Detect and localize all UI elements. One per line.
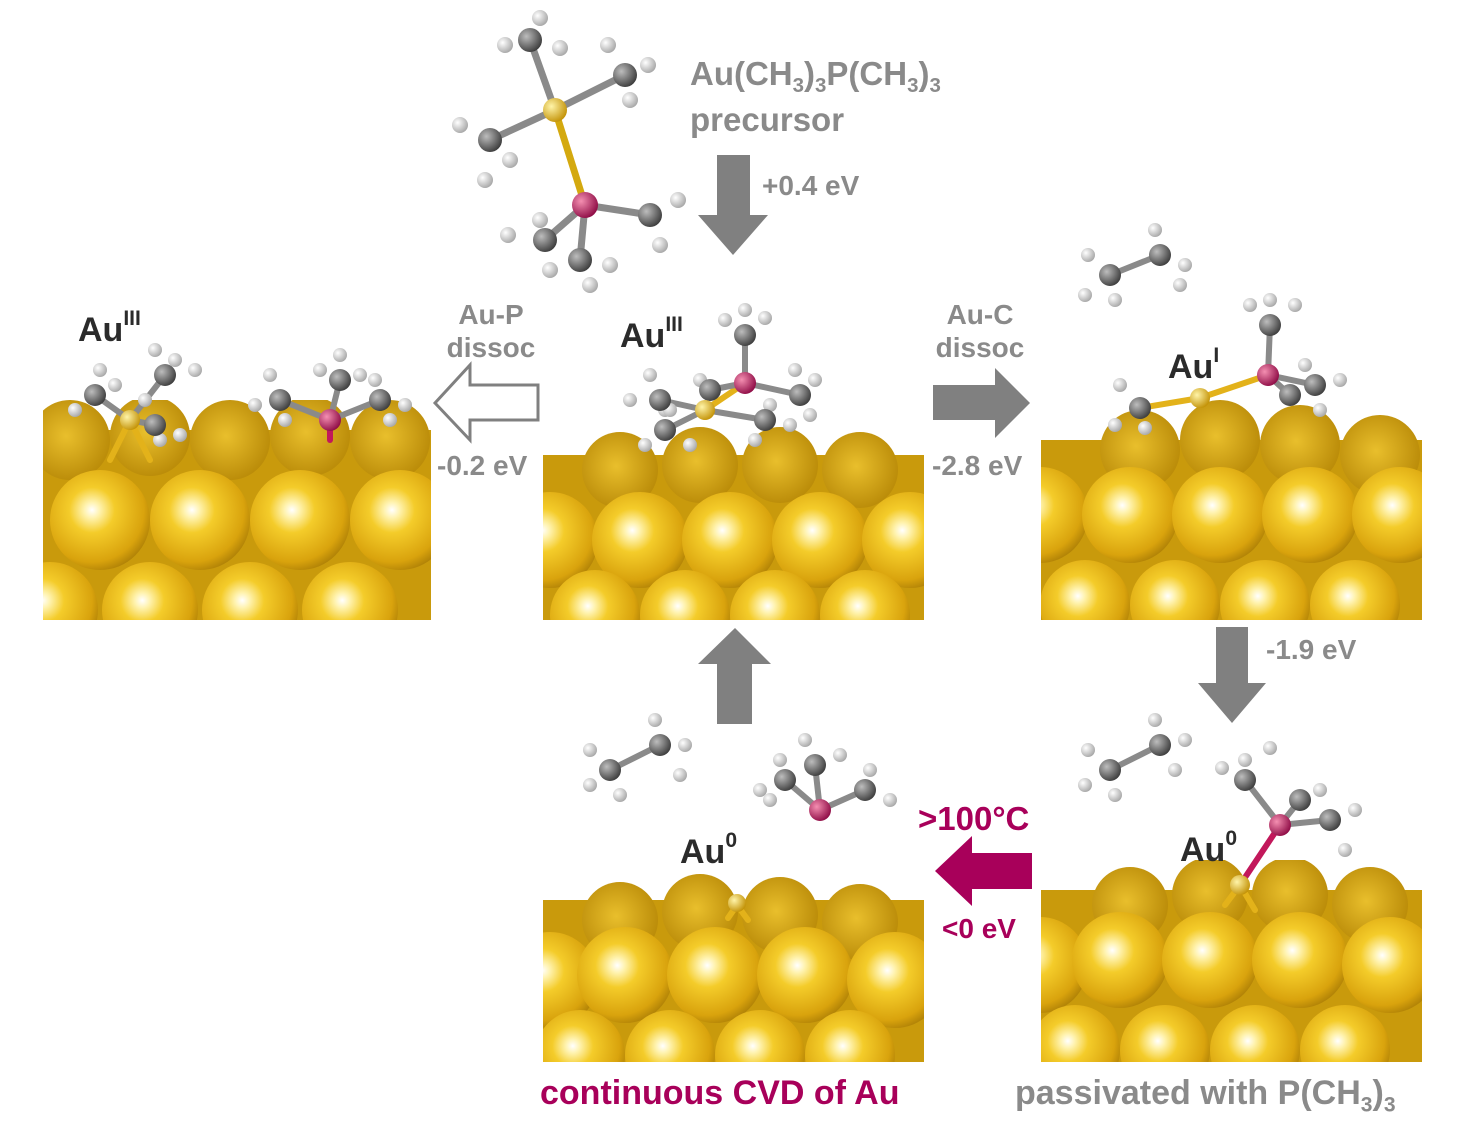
state-right-oxidation: AuI (1168, 344, 1220, 386)
state-bottom-right-oxidation: Au0 (1180, 827, 1238, 869)
arrow-au-c-dissoc (933, 368, 1030, 438)
arrow-reduction (1198, 627, 1266, 723)
state-center-oxidation: AuIII (620, 313, 683, 355)
surface-slab-bottom-right (1041, 860, 1422, 1062)
arrow-regeneration (698, 628, 771, 724)
energy-desorption: <0 eV (942, 913, 1016, 944)
energy-reduction: -1.9 eV (1266, 634, 1357, 665)
precursor-formula: Au(CH3)3P(CH3)3 (690, 55, 941, 98)
surface-slab-center (543, 427, 924, 620)
precursor-molecule (452, 10, 686, 293)
left-adsorbates (68, 343, 412, 463)
surface-slab-left (43, 400, 431, 620)
state-bottom-center-oxidation: Au0 (680, 829, 738, 871)
bottom-right-adsorbates (1078, 713, 1362, 913)
energy-au-p-dissoc: -0.2 eV (437, 450, 528, 481)
state-left-oxidation: AuIII (78, 307, 141, 349)
bottom-center-adsorbates (583, 713, 897, 923)
energy-au-c-dissoc: -2.8 eV (932, 450, 1023, 481)
surface-slab-bottom-center (543, 874, 924, 1062)
right-adsorbates (1078, 223, 1347, 435)
center-adsorbate (623, 303, 822, 452)
caption-passivated: passivated with P(CH3)3 (1015, 1074, 1396, 1117)
surface-slab-right (1041, 400, 1422, 620)
arrow-adsorption (698, 155, 768, 255)
arrow-au-p-dissoc (432, 361, 540, 444)
temperature-label: >100°C (918, 800, 1030, 837)
arrow-desorption (935, 836, 1032, 906)
precursor-label: precursor (690, 101, 845, 138)
energy-adsorption: +0.4 eV (762, 170, 860, 201)
caption-cvd: continuous CVD of Au (540, 1074, 900, 1112)
